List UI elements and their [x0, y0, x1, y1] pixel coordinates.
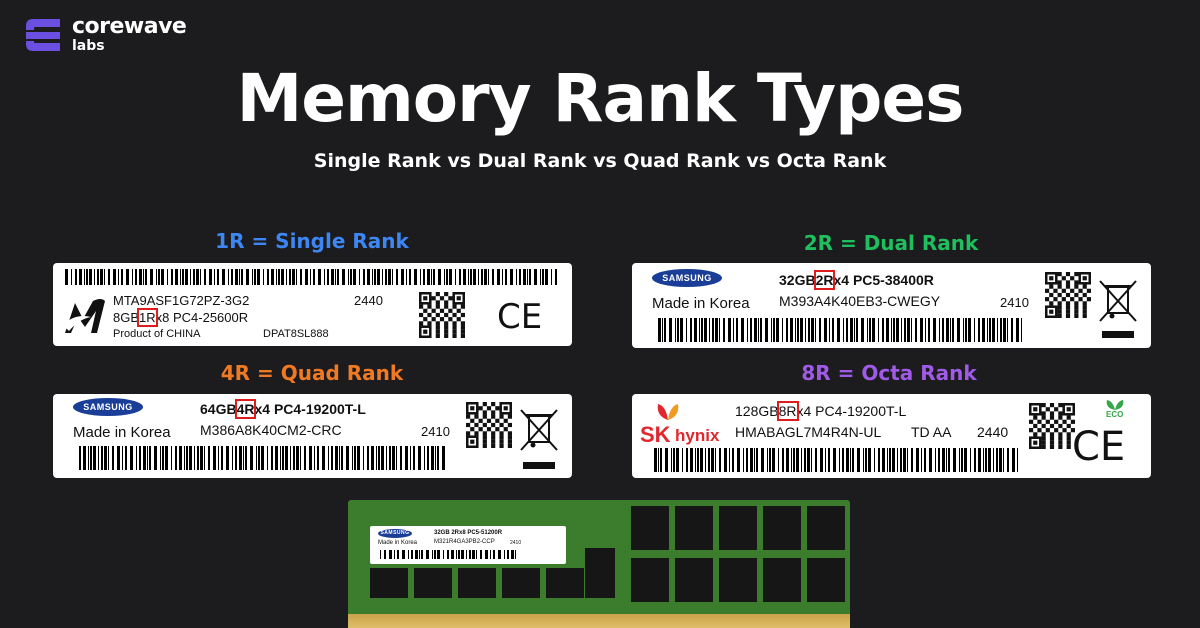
spec-line: 8GB1Rx8 PC4-25600R: [113, 308, 249, 327]
qr-code-icon: [466, 402, 512, 448]
quad-rank-heading: 4R = Quad Rank: [220, 361, 404, 385]
dram-chip: [631, 558, 669, 602]
spec-rest: x4 PC4-19200T-L: [254, 401, 366, 417]
barcode: [65, 269, 560, 285]
single-rank-label: MTA9ASF1G72PZ-3G2 2440 8GB1Rx8 PC4-25600…: [53, 263, 572, 346]
origin: Product of CHINA: [113, 328, 201, 340]
samsung-logo: SAMSUNG: [73, 398, 143, 416]
spec-line: 32GB2Rx4 PC5-38400R: [779, 270, 934, 290]
corewave-logo-icon: [26, 19, 60, 51]
rank-highlight: 4R: [234, 399, 257, 419]
ce-mark-icon: CE: [497, 297, 543, 337]
spec-capacity: 8GB: [113, 310, 140, 325]
date-code: 2440: [354, 293, 383, 308]
module-spec: 32GB 2Rx8 PC5-51200R: [434, 530, 503, 536]
dram-chip: [502, 568, 540, 598]
part-number: HMABAGL7M4R4N-UL: [735, 424, 882, 440]
quad-rank-label: SAMSUNG Made in Korea 64GB4Rx4 PC4-19200…: [53, 394, 572, 478]
hynix-logo: hynix: [675, 426, 720, 445]
rank-highlight: 2R: [813, 270, 836, 290]
date-code: 2440: [977, 424, 1009, 440]
date-code: 2410: [421, 424, 450, 439]
rank-highlight: 8R: [776, 401, 799, 421]
octa-rank-heading: 8R = Octa Rank: [801, 361, 977, 385]
page-subtitle: Single Rank vs Dual Rank vs Quad Rank vs…: [313, 150, 887, 172]
micron-logo-icon: [63, 299, 105, 333]
samsung-logo: SAMSUNG: [652, 269, 722, 287]
lot-code: TD AA: [911, 424, 952, 440]
spec-capacity: 32GB: [779, 272, 816, 288]
spec-capacity: 64GB: [200, 401, 237, 417]
eco-leaf-icon: [1106, 400, 1124, 410]
spec-line: 128GB8Rx4 PC4-19200T-L: [735, 401, 907, 421]
dram-chip: [546, 568, 584, 598]
brand-name: corewave: [72, 14, 187, 39]
spec-line: 64GB4Rx4 PC4-19200T-L: [200, 399, 366, 419]
spec-rest: x4 PC4-19200T-L: [796, 403, 907, 419]
dram-chip: [675, 506, 713, 550]
ce-mark-icon: CE: [1072, 424, 1126, 470]
part-number: MTA9ASF1G72PZ-3G2: [113, 293, 250, 308]
barcode: [79, 446, 449, 470]
corewave-logo: corewave labs: [22, 14, 187, 54]
dram-chip: [631, 506, 669, 550]
spec-capacity: 128GB: [735, 403, 779, 419]
dram-chip: [763, 506, 801, 550]
dram-chip: [763, 558, 801, 602]
rank-highlight: 1R: [137, 308, 158, 327]
brand-sub: labs: [72, 38, 105, 54]
date-code: 2410: [1000, 295, 1029, 310]
dram-chip: [414, 568, 452, 598]
part-number: M393A4K40EB3-CWEGY: [779, 293, 941, 309]
dram-chip: [719, 506, 757, 550]
module-date-code: 2410: [510, 540, 522, 546]
dram-chip: [807, 558, 845, 602]
qr-code-icon: [1045, 272, 1091, 318]
qr-code-icon: [419, 292, 465, 338]
serial: DPAT8SL888: [263, 328, 329, 340]
gold-contacts: [348, 614, 850, 628]
sk-logo: SK: [640, 422, 671, 447]
dual-rank-heading: 2R = Dual Rank: [803, 231, 979, 255]
dram-chip: [370, 568, 408, 598]
dram-chip: [458, 568, 496, 598]
samsung-logo: SAMSUNG: [378, 529, 412, 538]
weee-bin-icon: [520, 409, 558, 469]
module-part: M321R4GA3PB2-CCP: [434, 539, 495, 545]
memory-module: SAMSUNG 32GB 2Rx8 PC5-51200R Made in Kor…: [348, 500, 850, 628]
barcode: [654, 448, 1024, 472]
sk-butterfly-icon: [657, 404, 679, 420]
qr-code-icon: [1029, 403, 1075, 449]
eco-label: ECO: [1106, 410, 1124, 419]
page-title: Memory Rank Types: [236, 60, 965, 137]
dram-chip: [719, 558, 757, 602]
barcode: [380, 550, 520, 559]
module-label: SAMSUNG 32GB 2Rx8 PC5-51200R Made in Kor…: [370, 526, 566, 564]
dram-chip: [807, 506, 845, 550]
made-in: Made in Korea: [73, 424, 171, 441]
spec-rest: x8 PC4-25600R: [155, 310, 249, 325]
dual-rank-label: SAMSUNG Made in Korea 32GB2Rx4 PC5-38400…: [632, 263, 1151, 348]
octa-rank-label: SK hynix 128GB8Rx4 PC4-19200T-L HMABAGL7…: [632, 394, 1151, 478]
spec-rest: x4 PC5-38400R: [833, 272, 934, 288]
made-in: Made in Korea: [652, 295, 750, 312]
module-controller-chip: [585, 548, 615, 598]
part-number: M386A8K40CM2-CRC: [200, 422, 342, 438]
module-made-in: Made in Korea: [378, 540, 418, 546]
dram-chip: [675, 558, 713, 602]
barcode: [658, 318, 1028, 342]
weee-bin-icon: [1099, 280, 1137, 338]
single-rank-heading: 1R = Single Rank: [215, 229, 409, 253]
